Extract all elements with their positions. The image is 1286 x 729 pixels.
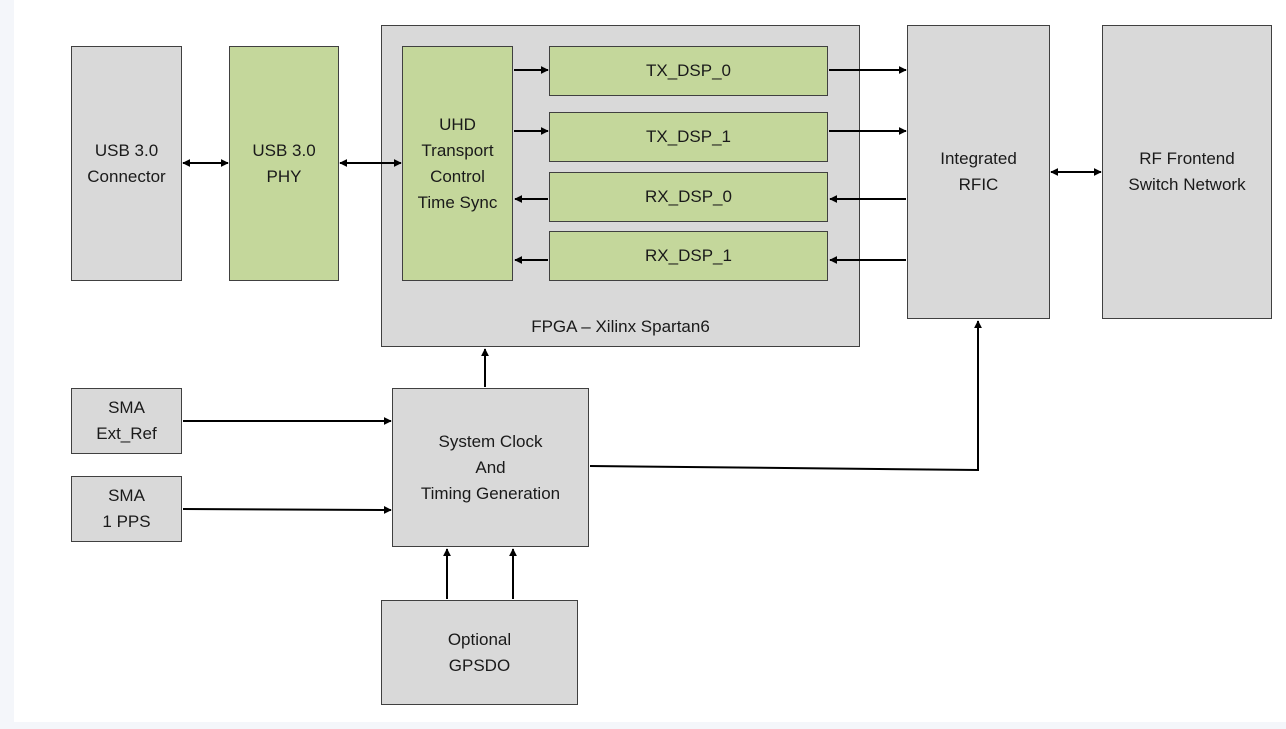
integrated-rfic-block: Integrated RFIC: [907, 25, 1050, 319]
fpga-label: FPGA – Xilinx Spartan6: [531, 317, 710, 336]
system-clock-label: System Clock And Timing Generation: [420, 431, 561, 503]
gpsdo-label: Optional GPSDO: [447, 629, 512, 675]
sma-ext-ref-block: SMA Ext_Ref: [71, 388, 182, 454]
rf-frontend-block: RF Frontend Switch Network: [1102, 25, 1272, 319]
usb-phy-block: USB 3.0 PHY: [229, 46, 339, 281]
usb-connector-block: USB 3.0 Connector: [71, 46, 182, 281]
tx-dsp-1-block: TX_DSP_1: [549, 112, 828, 162]
uhd-transport-label: UHD Transport Control Time Sync: [417, 114, 498, 212]
tx-dsp-0-block: TX_DSP_0: [549, 46, 828, 96]
sma-1pps-block: SMA 1 PPS: [71, 476, 182, 542]
tx-dsp-1-label: TX_DSP_1: [645, 127, 732, 146]
rx-dsp-0-block: RX_DSP_0: [549, 172, 828, 222]
gpsdo-block: Optional GPSDO: [381, 600, 578, 705]
usb-phy-label: USB 3.0 PHY: [252, 140, 316, 186]
usb-connector-label: USB 3.0 Connector: [87, 140, 166, 186]
rx-dsp-1-label: RX_DSP_1: [645, 246, 732, 265]
rf-frontend-label: RF Frontend Switch Network: [1128, 149, 1246, 194]
integrated-rfic-label: Integrated RFIC: [940, 149, 1017, 194]
sma-1pps-label: SMA 1 PPS: [102, 486, 151, 531]
uhd-transport-block: UHD Transport Control Time Sync: [402, 46, 513, 281]
system-clock-block: System Clock And Timing Generation: [392, 388, 589, 547]
rx-dsp-1-block: RX_DSP_1: [549, 231, 828, 281]
sma-ext-ref-label: SMA Ext_Ref: [96, 398, 157, 443]
rx-dsp-0-label: RX_DSP_0: [645, 187, 732, 206]
tx-dsp-0-label: TX_DSP_0: [645, 61, 732, 80]
